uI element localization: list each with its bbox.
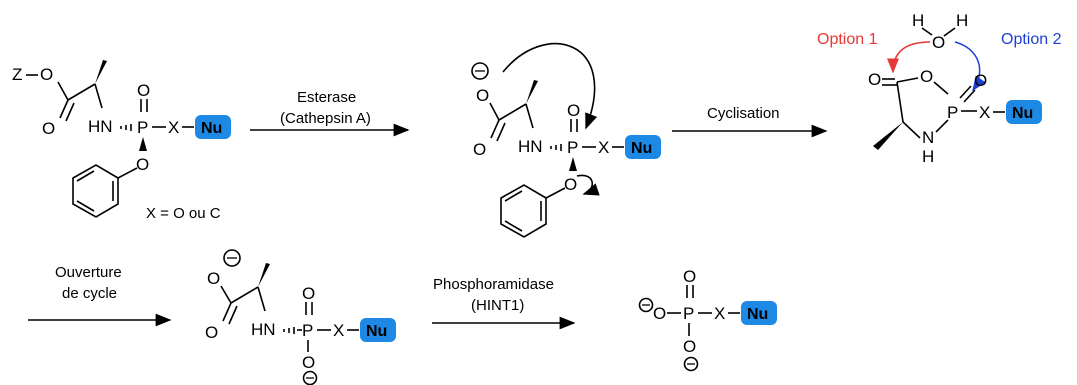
atom-x: X [714,304,725,323]
atom-x: X [979,103,990,122]
atom-o: O [137,81,150,100]
molecule-monophosphate: O P O X Nu O [638,267,777,372]
nu-box [1006,100,1042,124]
atom-o: O [920,67,933,86]
atom-z: Z [12,65,22,84]
atom-p: P [947,103,958,122]
x-definition-note: X = O ou C [146,205,221,222]
option-2-label: Option 2 [1001,31,1062,48]
atom-o: O [974,71,987,90]
nu-box [625,135,661,159]
atom-o: O [564,175,577,194]
atom-x: X [598,138,609,157]
atom-x: X [168,118,179,137]
atom-o: O [42,119,55,138]
molecule-prodrug: Z O O HN P O X Nu O X = O [12,60,231,222]
molecule-carboxylate: O O HN P O X Nu O [471,42,661,238]
atom-o: O [653,304,666,323]
atom-o: O [207,269,220,288]
step-cyclisation-label: Cyclisation [707,105,780,122]
nu-label: Nu [201,120,222,137]
option-1-label: Option 1 [817,31,878,48]
nu-label: Nu [1012,105,1033,122]
atom-o: O [302,353,315,372]
nu-label: Nu [366,323,387,340]
atom-p: P [302,321,313,340]
atom-o: O [40,65,53,84]
step-ring-opening-label-2: de cycle [62,285,117,302]
step-esterase-label: Esterase [297,89,356,106]
curved-arrow-attack [502,42,598,130]
atom-x: X [333,321,344,340]
atom-h: H [956,11,968,30]
atom-o: O [473,140,486,159]
atom-p: P [137,118,148,137]
atom-o: O [205,323,218,342]
atom-o: O [683,267,696,286]
nu-label: Nu [631,140,652,157]
atom-o: O [136,155,149,174]
phenyl-ring [500,184,547,238]
atom-p: P [683,304,694,323]
step-ring-opening-label: Ouverture [55,264,122,281]
atom-o: O [932,33,945,52]
arrow-option-1 [887,41,931,74]
atom-hn: HN [88,117,113,136]
phenyl-ring [72,164,119,218]
atom-o: O [302,284,315,303]
atom-h: H [912,11,924,30]
arrow-cyclisation: Cyclisation [672,105,828,138]
atom-hn: HN [518,137,543,156]
atom-o: O [476,86,489,105]
atom-p: P [567,138,578,157]
atom-h: H [922,147,934,166]
arrow-option-2 [954,41,986,92]
hash-bond [120,124,132,131]
molecule-ring-opened: O O HN P O X Nu O [205,249,396,385]
nu-box [741,301,777,325]
arrow-phosphoramidase: Phosphoramidase (HINT1) [432,276,576,330]
step-phosphoramidase-label: Phosphoramidase [433,276,554,293]
atom-o: O [868,70,881,89]
atom-hn: HN [251,320,276,339]
atom-o: O [683,337,696,356]
arrow-ring-opening: Ouverture de cycle [28,264,172,327]
nu-label: Nu [747,306,768,323]
nu-box [195,115,231,139]
atom-n: N [922,128,934,147]
step-phosphoramidase-enzyme: (HINT1) [471,297,524,314]
molecule-cyclic: H O H Option 1 Option 2 O O N H P O X Nu [817,11,1062,166]
atom-o: O [567,101,580,120]
step-esterase-enzyme: (Cathepsin A) [280,110,371,127]
arrow-esterase: Esterase (Cathepsin A) [250,89,410,137]
hash-bond [283,327,295,334]
curved-arrow-leaving [576,174,600,196]
hash-bond [550,144,562,151]
nu-box [360,318,396,342]
